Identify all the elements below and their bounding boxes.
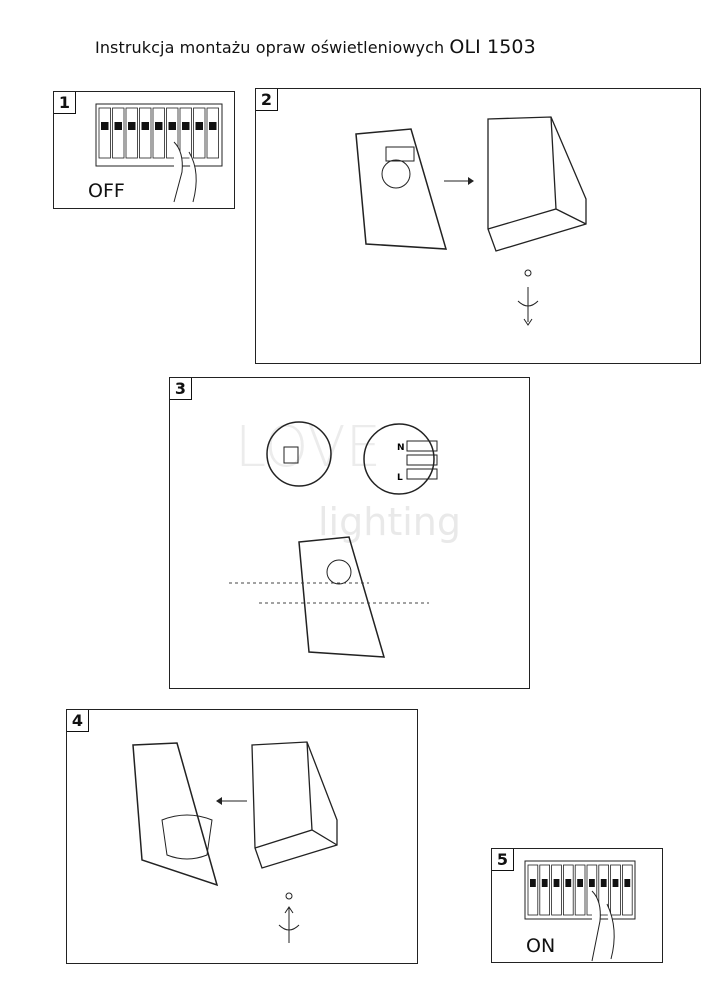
step-number: 5 — [492, 849, 514, 871]
step-2-panel: 2 — [255, 88, 701, 364]
circuit-breaker-on-illustration — [524, 860, 636, 962]
page-title: Instrukcja montażu opraw oświetleniowych… — [95, 36, 536, 58]
step-number: 2 — [256, 89, 278, 111]
step-1-panel: 1 OFF — [53, 91, 235, 209]
step-4-panel: 4 — [66, 709, 418, 964]
wiring-illustration: N L — [229, 421, 438, 658]
step-number: 1 — [54, 92, 76, 114]
terminal-n: N — [397, 443, 405, 453]
step-5-panel: 5 ON — [491, 848, 663, 963]
step-number: 3 — [170, 378, 192, 400]
terminal-l: L — [397, 473, 403, 483]
install-bulb-illustration — [132, 741, 338, 943]
off-label: OFF — [88, 180, 125, 202]
remove-cover-illustration — [355, 116, 587, 326]
step-number: 4 — [67, 710, 89, 732]
title-text: Instrukcja montażu opraw oświetleniowych — [95, 38, 445, 57]
watermark-logo-sub: lighting — [318, 500, 461, 544]
watermark-logo: LOVE — [235, 415, 381, 480]
on-label: ON — [526, 935, 556, 957]
circuit-breaker-illustration — [95, 103, 223, 203]
step-3-panel: 3 — [169, 377, 530, 689]
model-number: OLI 1503 — [449, 36, 536, 58]
